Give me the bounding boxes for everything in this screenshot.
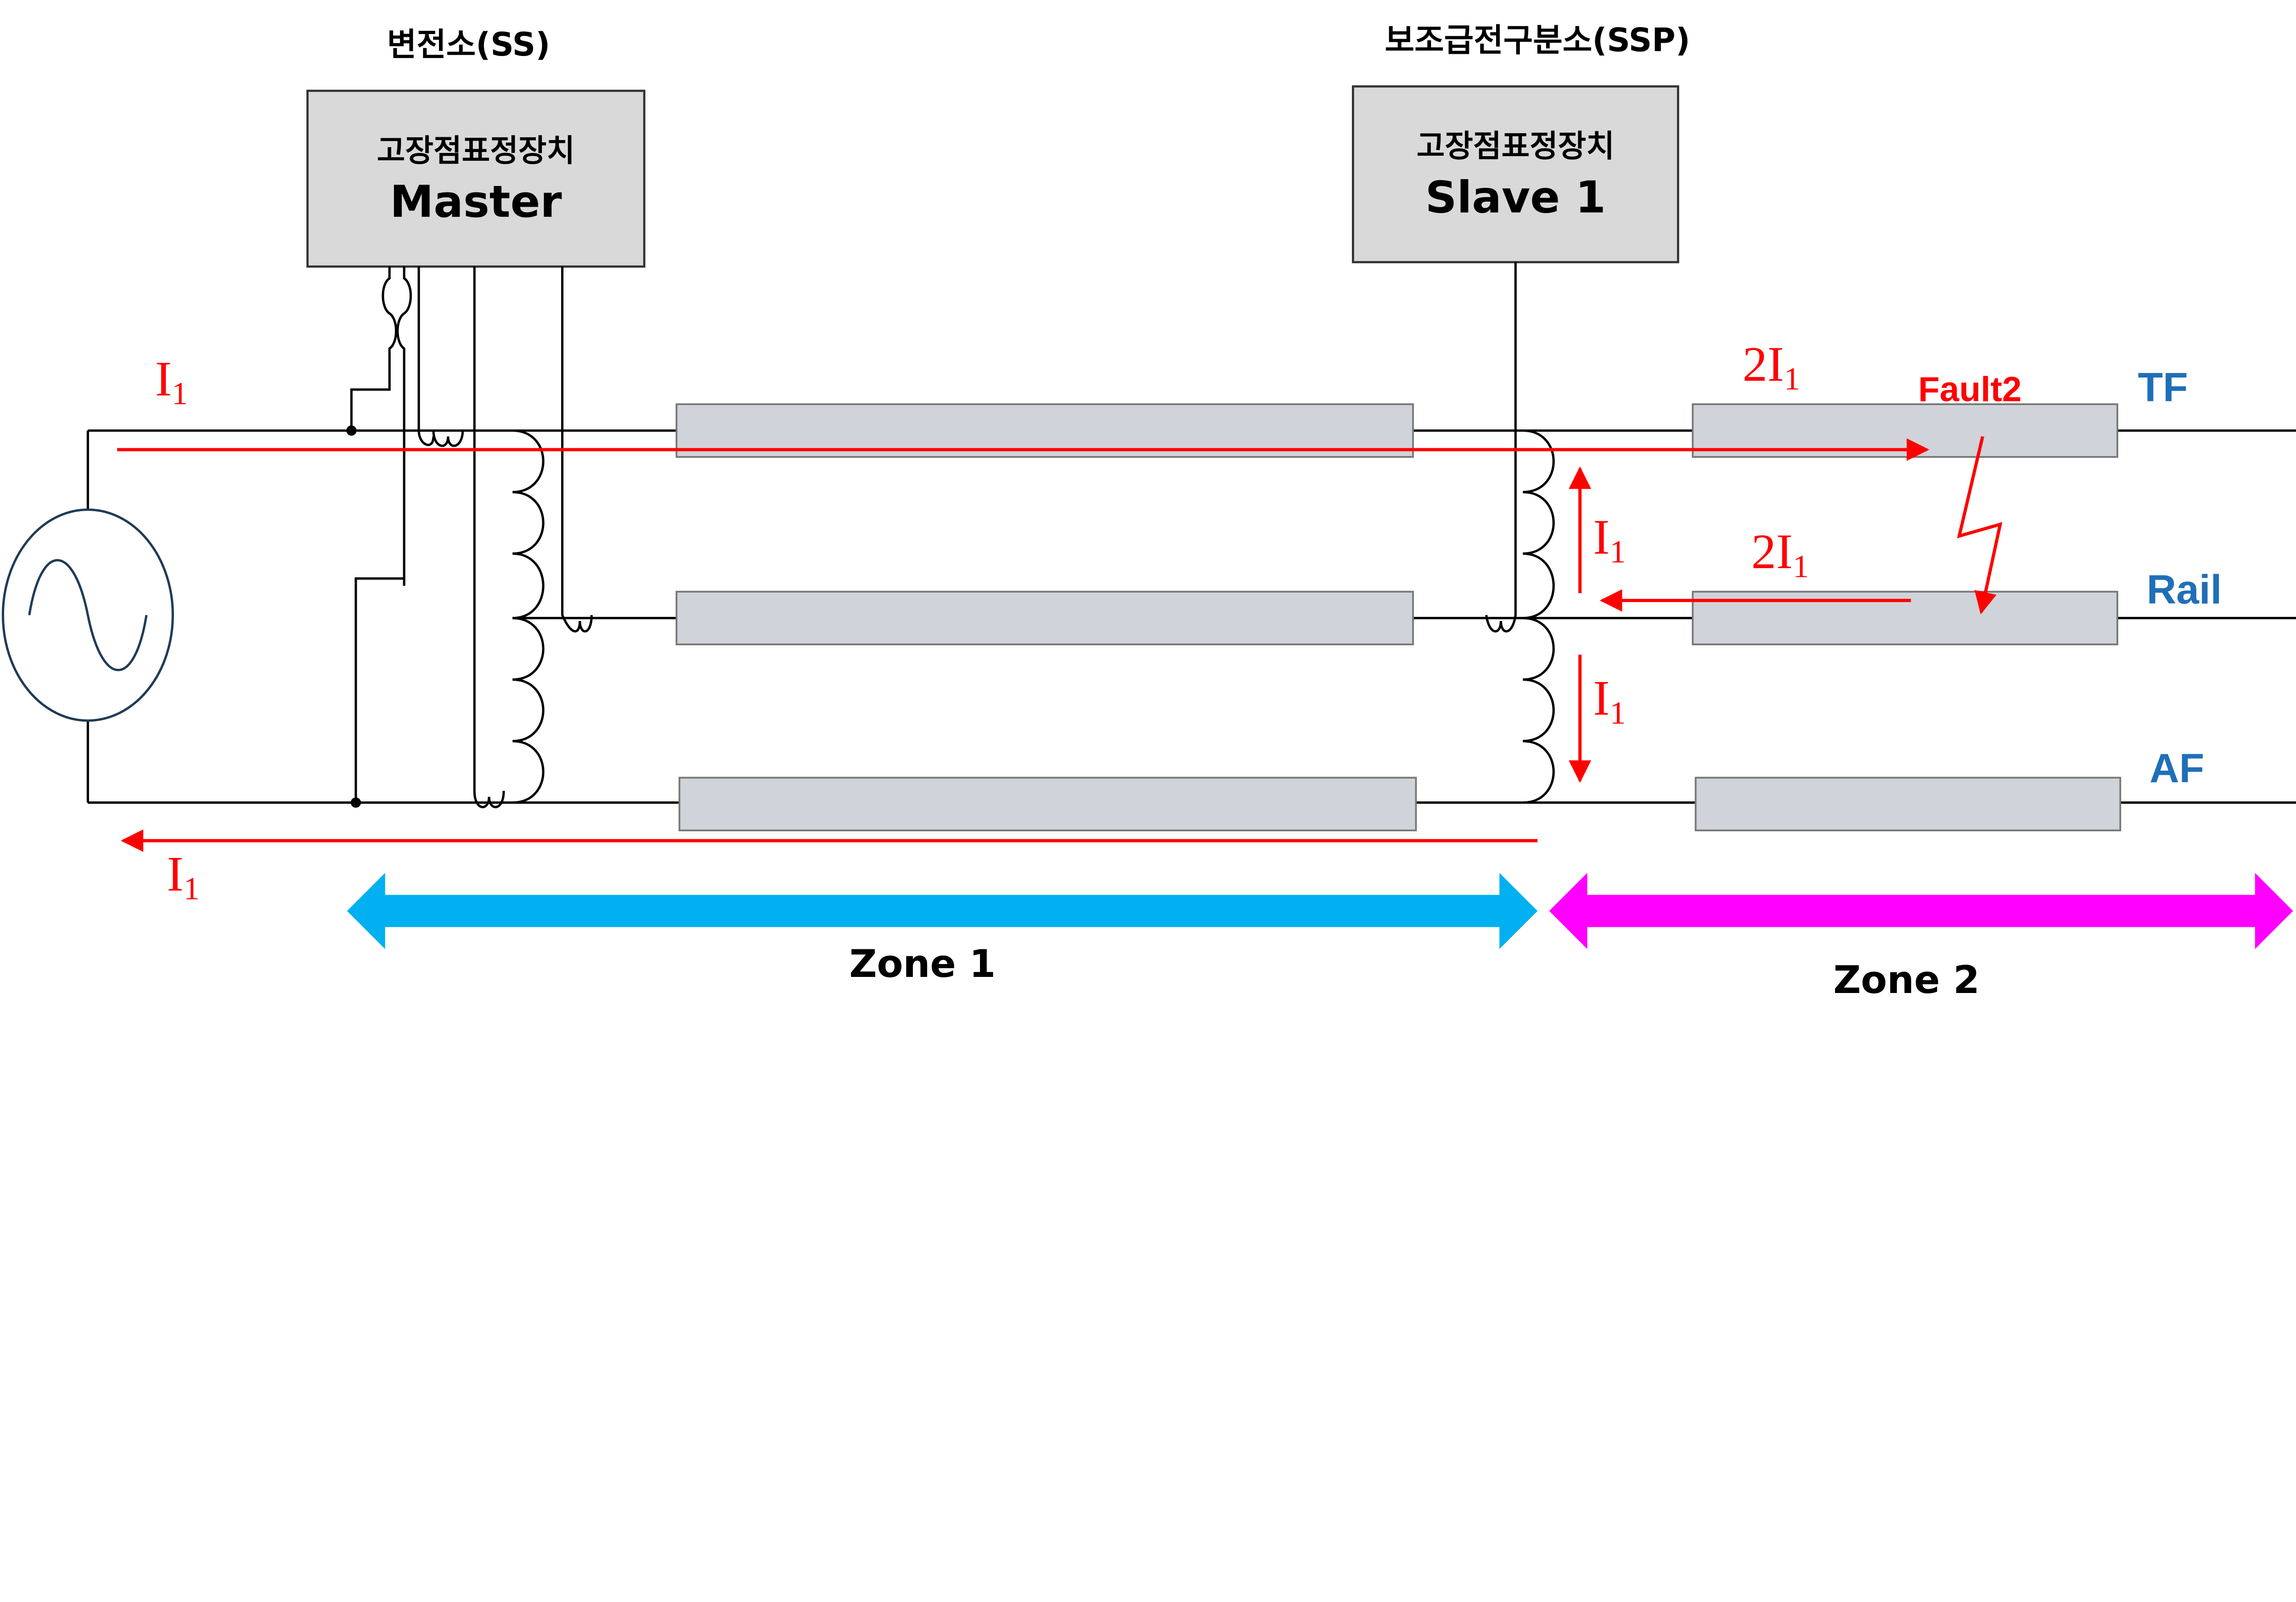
zone1-double-arrow [347,873,1538,949]
ssp-transformers [1485,262,1555,804]
current-label-af-return: I1 [167,846,200,907]
master-device-box: 고장점표정장치 Master [306,90,646,268]
slave-label: Slave 1 [1425,171,1606,223]
slave-device-box: 고장점표정장치 Slave 1 [1352,85,1679,264]
af-label: AF [2150,745,2204,791]
ss-transformers [346,266,593,808]
current-label-ssp-up: I1 [1593,509,1626,570]
rail-label: Rail [2147,566,2222,612]
slave-device-name: 고장점표정장치 [1417,128,1615,164]
ssp-label: 보조급전구분소(SSP) [1385,22,1690,59]
fault-lightning-icon [1957,436,2003,615]
substation-label: 변전소(SS) [387,26,551,63]
current-arrows [117,436,2003,852]
feeding-circuit-diagram: 변전소(SS) 보조급전구분소(SSP) 고장점표정장치 Master 고장점표… [1,22,2296,1002]
master-device-name: 고장점표정장치 [377,133,575,169]
zone2-label: Zone 2 [1833,958,1980,1002]
ac-source-icon [1,508,174,722]
zone1-label: Zone 1 [849,942,996,986]
current-label-rail-zone2: 2I1 [1751,524,1809,584]
tf-label: TF [2138,364,2188,410]
current-label-tf-zone2: 2I1 [1743,337,1800,397]
zone1-bars [675,403,1417,831]
zone2-bars [1692,403,2122,831]
current-label-tf-source: I1 [155,351,188,412]
current-label-ssp-down: I1 [1593,671,1626,731]
zone2-double-arrow [1549,873,2293,949]
master-label: Master [390,176,562,227]
fault-label: Fault2 [1918,370,2021,409]
